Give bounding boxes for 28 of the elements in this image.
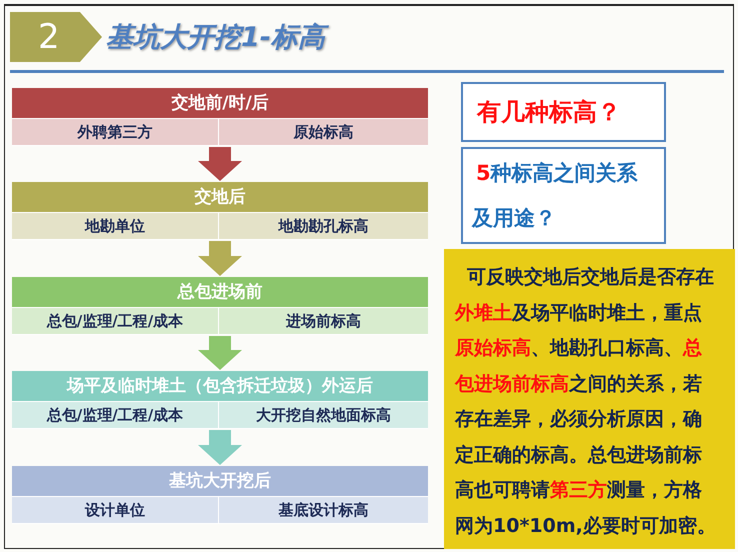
stage-cell: 基底设计标高 [219, 496, 428, 523]
stage-panel [12, 277, 428, 335]
stage-panel [12, 182, 428, 240]
down-arrow [198, 241, 242, 276]
stage-header-bar: 场平及临时堆土（包含拆迁垃圾）外运后 [12, 371, 428, 401]
stage-cell: 原始标高 [219, 118, 428, 145]
stage-panel [12, 466, 428, 524]
down-arrow [198, 147, 242, 181]
stage-cell: 外聘第三方 [12, 118, 218, 145]
stage-cell: 总包/监理/工程/成本 [12, 307, 218, 334]
note-box: 可反映交地后交地后是否存在外堆土及场平临时堆土，重点原始标高、地勘孔口标高、总包进场前标高之间的关系，若存在差异，必须分析原因，确定正确的标高。总包进场前标高也可聘请第三方测量，方格网为10*10m,必要时可加密。 [444, 249, 735, 549]
down-arrow [198, 430, 242, 465]
stage-cell: 大开挖自然地面标高 [219, 401, 428, 428]
question-box: 有几种标高？ [461, 82, 666, 142]
stage-cell: 地勘勘孔标高 [219, 212, 428, 239]
stage-cell: 进场前标高 [219, 307, 428, 334]
stage-header-bar: 总包进场前 [12, 277, 428, 307]
stage-header-bar: 交地前/时/后 [12, 88, 428, 118]
stage-header-bar: 交地后 [12, 182, 428, 212]
number-badge: 2 [10, 12, 102, 62]
stage-cell: 地勘单位 [12, 212, 218, 239]
stage-panel [12, 88, 428, 146]
down-arrow [198, 336, 242, 370]
stage-cell: 总包/监理/工程/成本 [12, 401, 218, 428]
stage-panel [12, 371, 428, 429]
question-box: 5种标高之间关系及用途？ [461, 147, 666, 244]
stage-header-bar: 基坑大开挖后 [12, 466, 428, 496]
stage-cell: 设计单位 [12, 496, 218, 523]
